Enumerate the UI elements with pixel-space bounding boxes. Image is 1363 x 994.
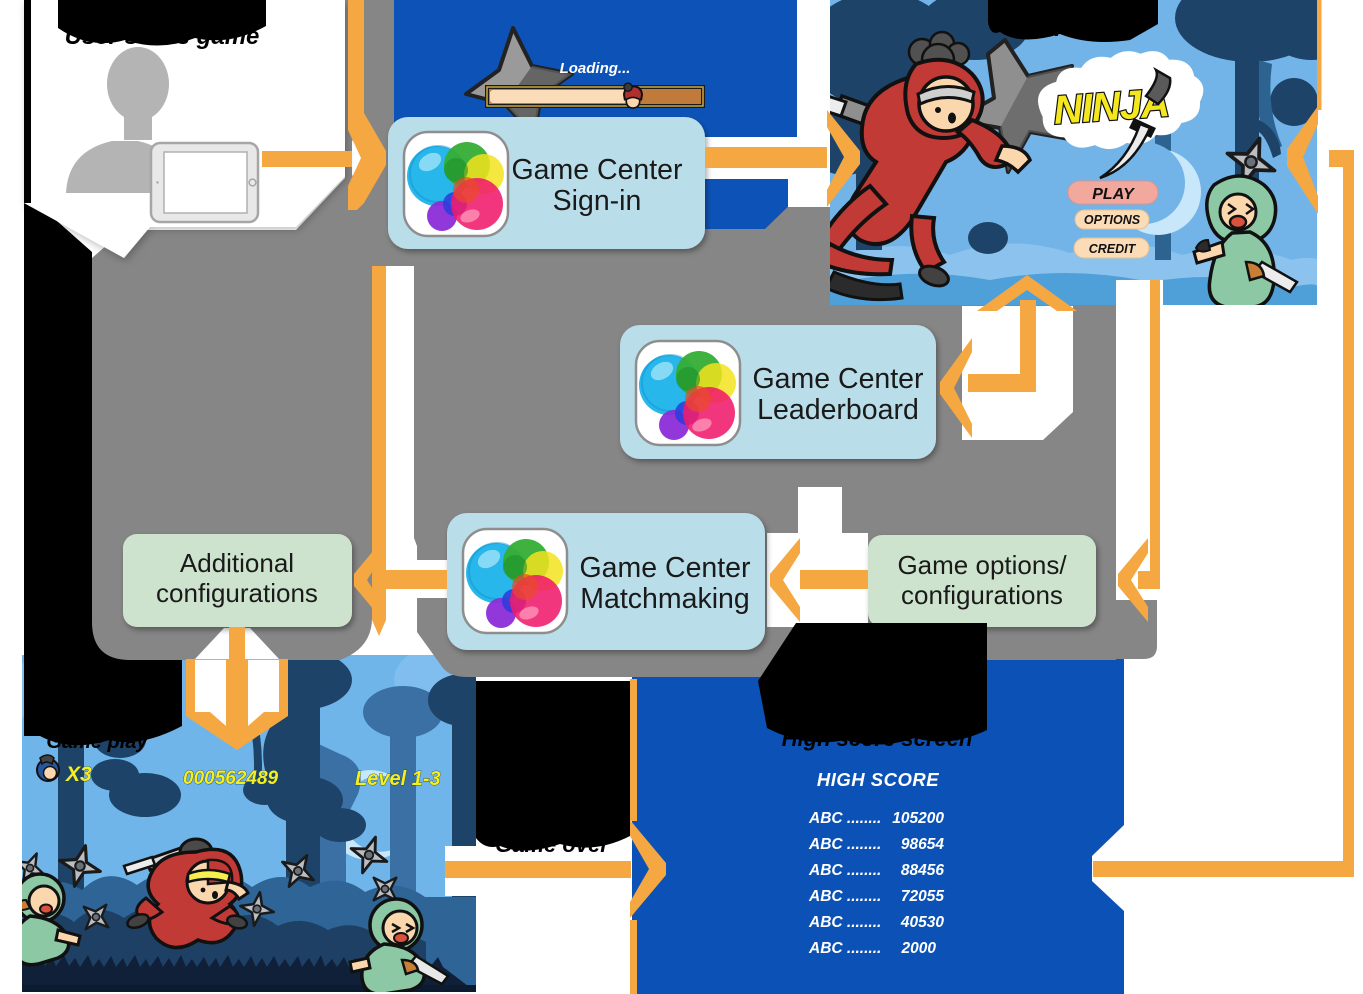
svg-text:Game Center: Game Center <box>511 154 683 186</box>
svg-text:Level 1-3: Level 1-3 <box>355 768 441 790</box>
svg-text:Additional: Additional <box>180 548 294 578</box>
svg-text:40530: 40530 <box>900 914 944 931</box>
svg-text:ABC ........: ABC ........ <box>808 862 881 879</box>
svg-text:72055: 72055 <box>901 888 944 905</box>
svg-text:configurations: configurations <box>156 578 318 608</box>
svg-text:105200: 105200 <box>892 810 944 827</box>
svg-text:X3: X3 <box>65 763 92 786</box>
svg-text:ABC ........: ABC ........ <box>808 810 881 827</box>
svg-text:2000: 2000 <box>901 940 937 957</box>
svg-text:configurations: configurations <box>901 580 1063 610</box>
svg-text:ABC ........: ABC ........ <box>808 888 881 905</box>
svg-text:Game play: Game play <box>46 731 148 753</box>
svg-text:Game options/: Game options/ <box>897 550 1067 580</box>
svg-text:000562489: 000562489 <box>183 768 279 789</box>
svg-text:98654: 98654 <box>901 836 944 853</box>
svg-text:ABC ........: ABC ........ <box>808 914 881 931</box>
svg-text:main menu: main menu <box>1009 16 1126 41</box>
svg-text:User starts game: User starts game <box>65 23 260 50</box>
svg-text:OPTIONS: OPTIONS <box>1084 213 1141 227</box>
svg-text:ABC ........: ABC ........ <box>808 940 881 957</box>
svg-text:Loading...: Loading... <box>560 60 631 77</box>
svg-text:ABC ........: ABC ........ <box>808 836 881 853</box>
svg-text:Game Center: Game Center <box>579 552 751 584</box>
svg-text:Game Center: Game Center <box>752 363 924 395</box>
svg-text:88456: 88456 <box>901 862 944 879</box>
svg-text:Sign-in: Sign-in <box>553 185 642 217</box>
svg-text:Matchmaking: Matchmaking <box>580 583 749 615</box>
svg-text:Leaderboard: Leaderboard <box>757 394 919 426</box>
svg-text:CREDIT: CREDIT <box>1089 242 1137 256</box>
svg-text:PLAY: PLAY <box>1092 186 1135 203</box>
svg-text:Game over: Game over <box>495 832 610 857</box>
svg-text:HIGH SCORE: HIGH SCORE <box>817 769 939 790</box>
svg-text:High score screen: High score screen <box>782 726 973 751</box>
